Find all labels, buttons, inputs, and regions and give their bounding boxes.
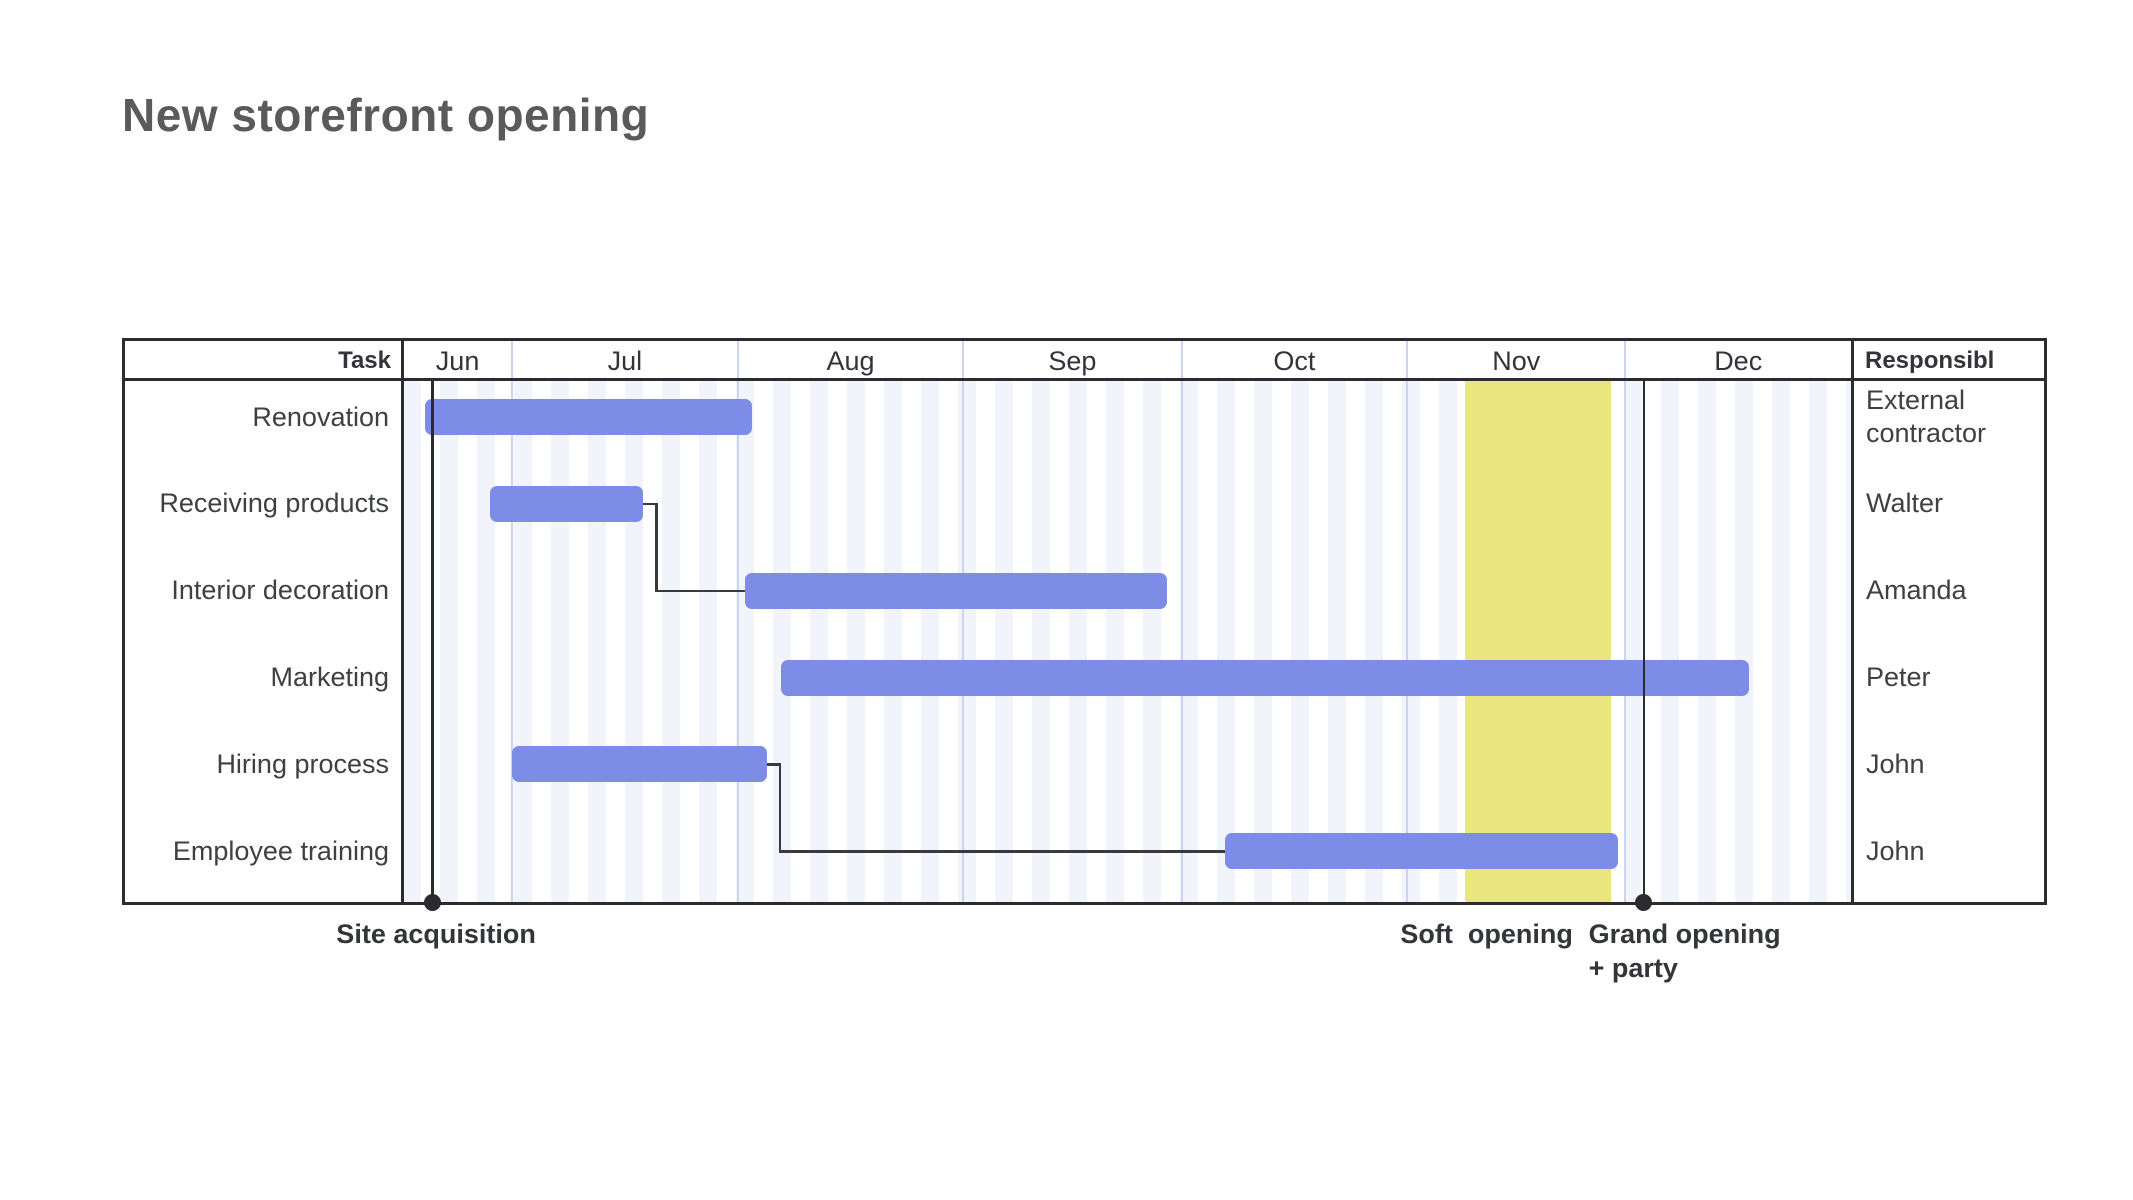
month-gridline	[1406, 341, 1409, 902]
responsible-column-header: Responsibl	[1865, 347, 1995, 374]
milestone-layer	[125, 341, 2044, 911]
soft-opening-label: Soft opening	[1400, 919, 1573, 949]
responsible-label: Amanda	[1866, 575, 1967, 606]
month-gridline	[1180, 341, 1183, 902]
soft-opening-highlight-band[interactable]	[1465, 381, 1611, 902]
responsible-label: Peter	[1866, 662, 1931, 692]
site-acquisition-label: Site acquisition	[336, 919, 536, 949]
month-header-nov: Nov	[1492, 345, 1541, 376]
task-label: Hiring process	[216, 748, 389, 779]
responsible-label: John	[1866, 835, 1925, 866]
task-label: Receiving products	[159, 488, 389, 519]
dependency-connector-v	[778, 763, 782, 853]
responsible-label: External contractor	[1866, 385, 1987, 448]
milestone-line	[1642, 381, 1646, 902]
header-bottom-border	[125, 378, 2044, 381]
grand-opening-label-line: Grand opening	[1588, 919, 1781, 949]
month-header-jul: Jul	[607, 345, 643, 376]
milestone-dot[interactable]	[423, 894, 441, 911]
dependency-connector-h	[655, 589, 745, 593]
task-label: Interior decoration	[171, 575, 389, 606]
bars-layer	[125, 341, 2044, 902]
gantt-bar-marketing[interactable]	[781, 659, 1750, 696]
header-row: Task Responsibl Jun Jul Aug Sep Oct Nov Dec	[125, 341, 2044, 902]
task-column-border	[401, 341, 404, 902]
month-header-dec: Dec	[1714, 345, 1763, 376]
dependency-connector-h	[778, 850, 1226, 853]
task-column-header: Task	[338, 347, 391, 374]
task-label: Marketing	[270, 662, 389, 692]
gantt-bar-interior-decoration[interactable]	[744, 572, 1167, 609]
gantt-table: Task Responsibl Jun Jul Aug Sep Oct Nov Dec Re…	[122, 338, 2047, 983]
dependency-connector-v	[655, 502, 658, 592]
month-gridline	[962, 341, 965, 902]
responsible-label: John	[1866, 748, 1925, 779]
month-header-oct: Oct	[1273, 345, 1316, 376]
gantt-bar-employee-training[interactable]	[1225, 833, 1619, 870]
connector-layer	[125, 341, 2044, 902]
responsible-label: Walter	[1866, 488, 1944, 519]
month-header-jun: Jun	[435, 345, 480, 376]
responsible-column-border	[1851, 341, 1854, 902]
gantt-bar-receiving-products[interactable]	[490, 485, 644, 522]
gantt-bar-hiring-process[interactable]	[512, 746, 767, 783]
month-gridline	[736, 341, 739, 902]
month-gridline	[511, 341, 514, 902]
month-header-aug: Aug	[826, 345, 875, 376]
page-title: New storefront opening	[122, 89, 650, 141]
grand-opening-label-line: + party	[1588, 953, 1678, 983]
task-label: Renovation	[252, 401, 389, 432]
milestone-dot[interactable]	[1635, 894, 1653, 911]
month-gridline	[1624, 341, 1627, 902]
gantt-bar-renovation[interactable]	[424, 399, 753, 435]
dependency-connector-h	[766, 763, 782, 766]
grid-layer	[125, 341, 2044, 902]
grand-opening-label: Grand opening + party	[1589, 917, 1781, 985]
task-label: Employee training	[172, 835, 389, 866]
month-header-sep: Sep	[1048, 345, 1097, 376]
milestone-line	[431, 381, 434, 902]
milestone-labels: Site acquisition Soft opening Grand openin…	[125, 341, 2044, 983]
dependency-connector-h	[643, 502, 658, 506]
